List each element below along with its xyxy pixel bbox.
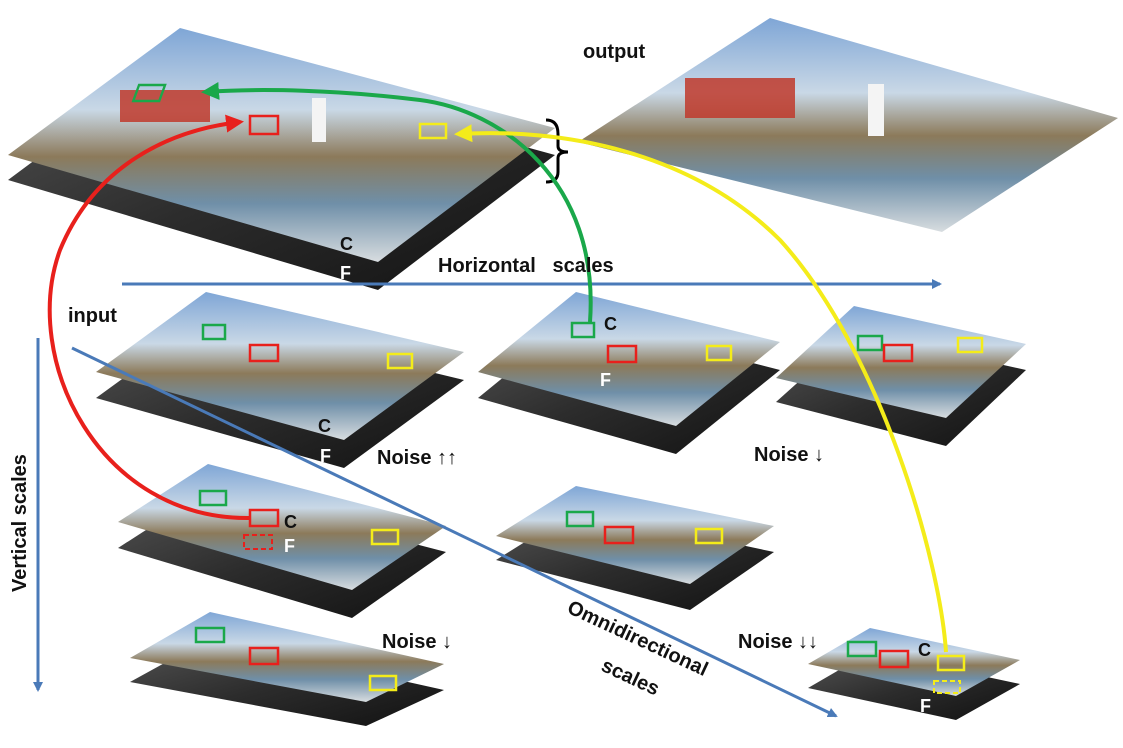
thumb-yellow-box bbox=[370, 528, 400, 546]
thumb-noise-down-right bbox=[776, 306, 1026, 446]
output-photo bbox=[578, 18, 1118, 232]
green-link-arc bbox=[201, 82, 593, 323]
input-label: input bbox=[68, 305, 117, 327]
vertical-scales-label: Vertical scales bbox=[9, 454, 31, 592]
thumb-left-middle bbox=[118, 464, 446, 618]
f-label-left-middle: F bbox=[284, 536, 295, 556]
thumb-photo bbox=[130, 612, 444, 702]
thumb-noise-down2 bbox=[808, 628, 1020, 720]
thumb-yellow-box bbox=[694, 527, 724, 545]
red-link-arc bbox=[47, 114, 251, 521]
thumb-photo bbox=[496, 486, 774, 584]
thumb-noise-up2 bbox=[96, 292, 464, 468]
house-shape bbox=[120, 90, 210, 122]
thumb-photo bbox=[96, 292, 464, 440]
thumb-green-box bbox=[570, 321, 596, 339]
thumb-green-box bbox=[201, 323, 227, 341]
thumb-red-box bbox=[878, 649, 910, 669]
c-label-noise: C bbox=[318, 416, 331, 436]
input-image-stack bbox=[8, 28, 555, 290]
omnidirectional-scales-arrow bbox=[71, 346, 838, 718]
f-label-input: F bbox=[340, 263, 351, 283]
thumb-center-middle bbox=[496, 486, 774, 610]
thumb-red-box bbox=[882, 343, 914, 363]
thumb-yellow-box bbox=[386, 352, 414, 370]
omnidirectional-label-2: scales bbox=[598, 655, 663, 701]
thumb-center bbox=[478, 292, 780, 454]
f-label-noise-down2: F bbox=[920, 696, 931, 716]
thumb-red-box bbox=[248, 646, 280, 666]
thumb-green-box bbox=[565, 510, 595, 528]
c-label-input: C bbox=[340, 234, 353, 254]
thumb-red-box bbox=[248, 343, 280, 363]
noise-down-bottom-label: Noise ↓ bbox=[382, 631, 452, 653]
thumb-green-box bbox=[846, 640, 878, 658]
yellow-patch-box bbox=[418, 122, 448, 140]
yellow-link-arc bbox=[454, 124, 948, 653]
layer-bracket bbox=[545, 118, 569, 184]
c-label-left-middle: C bbox=[284, 512, 297, 532]
c-label-center: C bbox=[604, 314, 617, 334]
thumb-green-box bbox=[198, 489, 228, 507]
thumb-red-box bbox=[606, 344, 638, 364]
thumb-green-box bbox=[194, 626, 226, 644]
thumb-yellow-box bbox=[936, 654, 966, 672]
horizontal-scales-label: Horizontal scales bbox=[438, 255, 614, 277]
noise-down-right-label: Noise ↓ bbox=[754, 444, 824, 466]
thumb-yellow-box bbox=[368, 674, 398, 692]
thumb-red-dashed-box bbox=[243, 534, 273, 550]
output-house-shape bbox=[685, 78, 795, 118]
red-patch-box bbox=[248, 114, 280, 136]
thumb-noise-down-bottom bbox=[130, 612, 444, 726]
color-image-layer bbox=[8, 28, 555, 262]
f-label-noise: F bbox=[320, 446, 331, 466]
c-label-noise-down2: C bbox=[918, 640, 931, 660]
thumb-photo bbox=[808, 628, 1020, 696]
thumb-photo bbox=[478, 292, 780, 426]
thumb-yellow-box bbox=[705, 344, 733, 362]
thumb-red-box bbox=[603, 525, 635, 545]
f-label-center: F bbox=[600, 370, 611, 390]
thumb-yellow-dashed-box bbox=[933, 680, 961, 694]
output-lighthouse-shape bbox=[868, 84, 884, 136]
output-image bbox=[578, 18, 1118, 232]
lighthouse-shape bbox=[312, 98, 326, 142]
thumb-green-box bbox=[856, 334, 884, 352]
output-label: output bbox=[583, 41, 646, 63]
noise-down2-label: Noise ↓↓ bbox=[738, 631, 818, 653]
green-patch-box bbox=[131, 83, 167, 103]
noise-up2-label: Noise ↑↑ bbox=[377, 447, 457, 469]
thumb-yellow-box bbox=[956, 336, 984, 354]
